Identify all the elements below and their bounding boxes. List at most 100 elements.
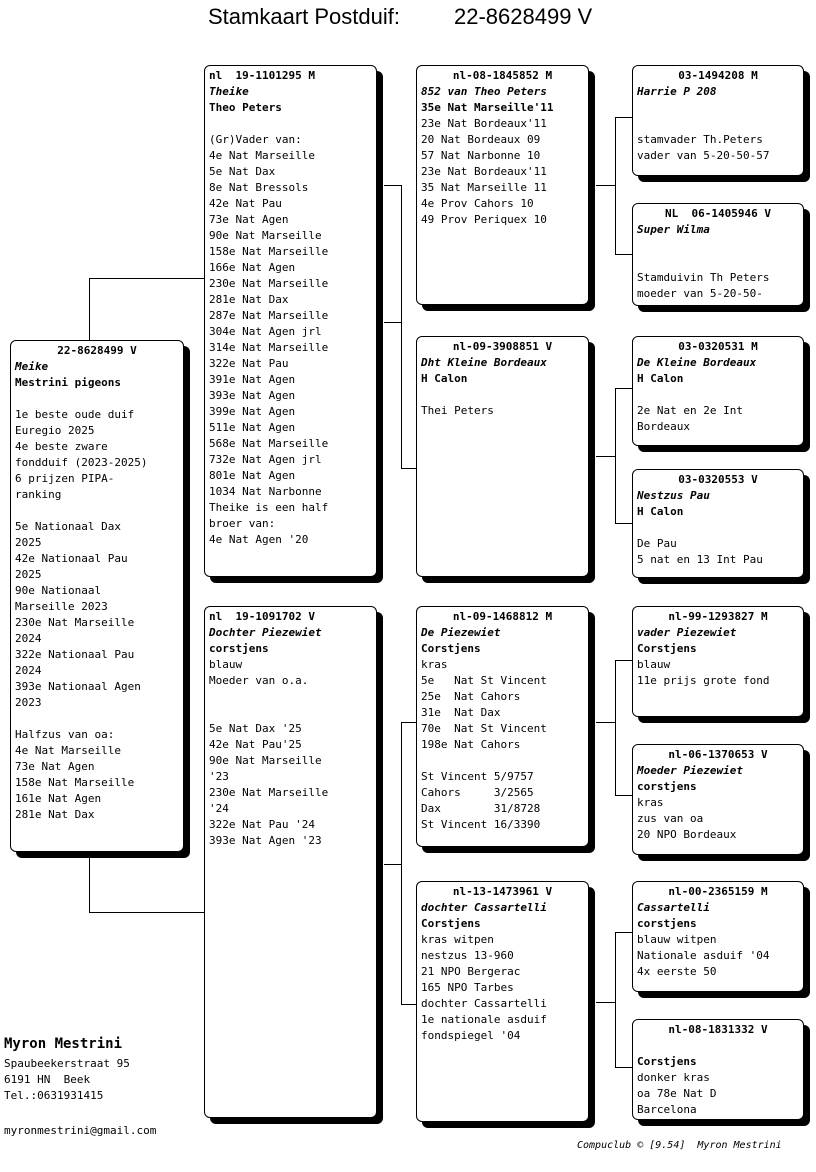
breeder-name: Theo Peters [209, 101, 282, 114]
pedigree-line: 35 Nat Marseille 11 [421, 181, 547, 194]
ring-number: nl-08-1845852 M [452, 69, 553, 82]
pedigree-line: Barcelona [637, 1103, 697, 1116]
pedigree-line: Cahors 3/2565 [421, 786, 534, 799]
pedigree-line: 166e Nat Agen [209, 261, 296, 274]
pedigree-line: 399e Nat Agen [209, 405, 296, 418]
pedigree-line: '23 [209, 770, 229, 783]
breeder-name: H Calon [637, 505, 684, 518]
pedigree-line: 73e Nat Agen [15, 760, 95, 773]
ring-number: 03-0320553 V [678, 473, 758, 486]
connector-line [401, 722, 402, 1004]
pedigree-line: 161e Nat Agen [15, 792, 102, 805]
pedigree-line: fondspiegel '04 [421, 1029, 521, 1042]
pedigree-line [637, 387, 799, 403]
breeder-name: H Calon [421, 372, 468, 385]
pedigree-line: De Pau [637, 537, 677, 550]
pedigree-line: fondduif (2023-2025) [15, 456, 148, 469]
owner-city: 6191 HN Beek [4, 1073, 91, 1086]
pedigree-line: vader van 5-20-50-57 [637, 149, 770, 162]
connector-line [615, 660, 616, 795]
pedigree-line: 230e Nat Marseille [209, 277, 329, 290]
connector-line [89, 278, 205, 279]
owner-street: Spaubeekerstraat 95 [4, 1057, 130, 1070]
pigeon-card-fm-dam[interactable]: 03-0320553 V Nestzus Pau H Calon De Pau 5 na… [632, 469, 804, 578]
pedigree-line: 11e prijs grote fond [637, 674, 770, 687]
pedigree-line: 4e Nat Marseille [209, 149, 315, 162]
pedigree-line: 732e Nat Agen jrl [209, 453, 322, 466]
connector-line [401, 468, 417, 469]
connector-line [615, 117, 633, 118]
connector-line [384, 322, 402, 323]
pedigree-line [637, 116, 799, 132]
pedigree-line [209, 705, 372, 721]
connector-line [89, 850, 90, 912]
footer-credit: Compuclub © [9.54] Myron Mestrini [577, 1140, 782, 1151]
pedigree-line: Stamduivin Th Peters [637, 271, 770, 284]
pigeon-name: Super Wilma [637, 223, 710, 236]
pedigree-line: Euregio 2025 [15, 424, 95, 437]
pedigree-line: 158e Nat Marseille [15, 776, 135, 789]
connector-line [615, 1067, 633, 1068]
pedigree-line [209, 689, 372, 705]
pigeon-name: Theike [209, 85, 249, 98]
pedigree-line: 5 nat en 13 Int Pau [637, 553, 763, 566]
connector-line [596, 456, 616, 457]
connector-line [401, 1004, 417, 1005]
ring-number: 03-1494208 M [678, 69, 758, 82]
owner-info: Myron Mestrini Spaubeekerstraat 95 6191 … [4, 1034, 130, 1104]
title-label: Stamkaart Postduif: [208, 4, 400, 29]
pedigree-line: 801e Nat Agen [209, 469, 296, 482]
pedigree-line: 6 prijzen PIPA- [15, 472, 115, 485]
ring-number: nl-06-1370653 V [668, 748, 768, 761]
pedigree-line: 1e nationale asduif [421, 1013, 547, 1026]
pedigree-line: nestzus 13-960 [421, 949, 514, 962]
breeder-name: Corstjens [421, 642, 481, 655]
pedigree-line: 8e Nat Bressols [209, 181, 309, 194]
pedigree-line: 230e Nat Marseille [209, 786, 329, 799]
pedigree-line: zus van oa [637, 812, 704, 825]
ring-number: nl-13-1473961 V [452, 885, 553, 898]
pedigree-line: kras [637, 796, 664, 809]
pedigree-line: 42e Nationaal Pau [15, 552, 128, 565]
pedigree-line: 23e Nat Bordeaux'11 [421, 117, 547, 130]
pedigree-line: 5e Nat Dax [209, 165, 276, 178]
pedigree-line: 2023 [15, 696, 42, 709]
connector-line [596, 722, 616, 723]
pedigree-line: 322e Nat Pau [209, 357, 289, 370]
connector-line [615, 388, 616, 523]
breeder-name: Mestrini pigeons [15, 376, 121, 389]
owner-email[interactable]: myronmestrini@gmail.com [4, 1124, 157, 1137]
connector-line [401, 185, 402, 468]
connector-line [615, 932, 633, 933]
pedigree-line: 20 NPO Bordeaux [637, 828, 737, 841]
pedigree-line: 4x eerste 50 [637, 965, 717, 978]
pigeon-name: Nestzus Pau [637, 489, 710, 502]
pedigree-line: 2025 [15, 568, 42, 581]
connector-line [384, 864, 402, 865]
connector-line [615, 795, 633, 796]
pedigree-line: ranking [15, 488, 62, 501]
ring-number: 03-0320531 M [678, 340, 758, 353]
connector-line [596, 1002, 616, 1003]
connector-line [615, 932, 616, 1067]
pedigree-line: 70e Nat St Vincent [421, 722, 547, 735]
pedigree-line: 287e Nat Marseille [209, 309, 329, 322]
pedigree-line: donker kras [637, 1071, 710, 1084]
breeder-name: Corstjens [637, 642, 697, 655]
pedigree-line: (Gr)Vader van: [209, 133, 302, 146]
pedigree-line: 57 Nat Narbonne 10 [421, 149, 541, 162]
